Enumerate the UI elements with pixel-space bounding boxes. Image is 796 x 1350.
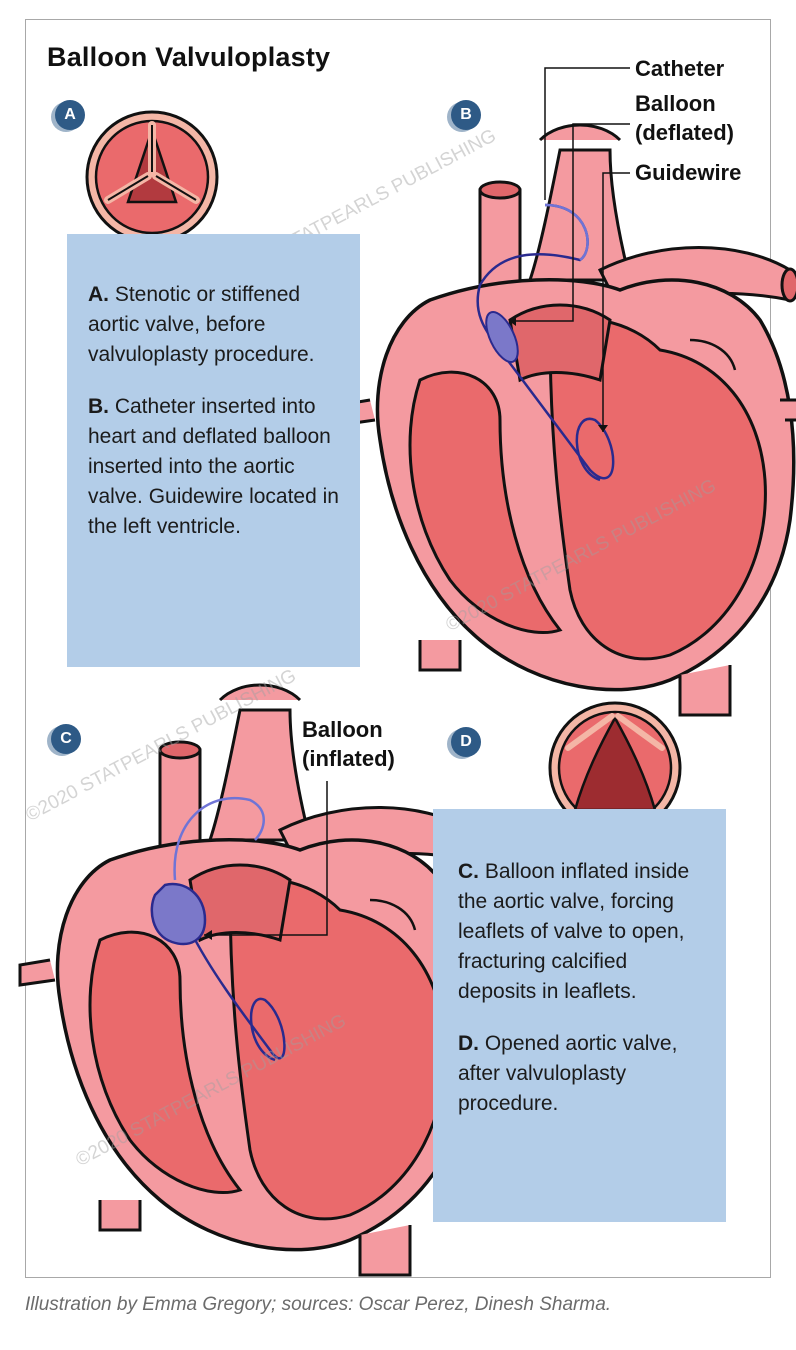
badge-a: A [55,100,85,130]
panel-d-text: D. Opened aortic valve, after valvulopla… [458,1029,708,1119]
panel-c-text: C. Balloon inflated inside the aortic va… [458,857,708,1007]
badge-d: D [451,727,481,757]
valve-a-stenotic [87,112,217,242]
panel-ab-description: A. Stenotic or stiffened aortic valve, b… [67,234,360,667]
label-balloon-inflated-line2: (inflated) [302,744,395,773]
label-guidewire: Guidewire [635,158,741,187]
badge-c: C [51,724,81,754]
label-catheter: Catheter [635,54,724,83]
panel-b-text: B. Catheter inserted into heart and defl… [88,392,340,542]
panel-a-text: A. Stenotic or stiffened aortic valve, b… [88,280,340,370]
label-balloon-inflated-line1: Balloon [302,715,383,744]
label-balloon-deflated-line2: (deflated) [635,118,734,147]
label-balloon-deflated-line1: Balloon [635,89,716,118]
panel-cd-description: C. Balloon inflated inside the aortic va… [433,809,726,1222]
illustration-credit: Illustration by Emma Gregory; sources: O… [25,1294,611,1316]
heart-b [340,125,796,715]
badge-b: B [451,100,481,130]
